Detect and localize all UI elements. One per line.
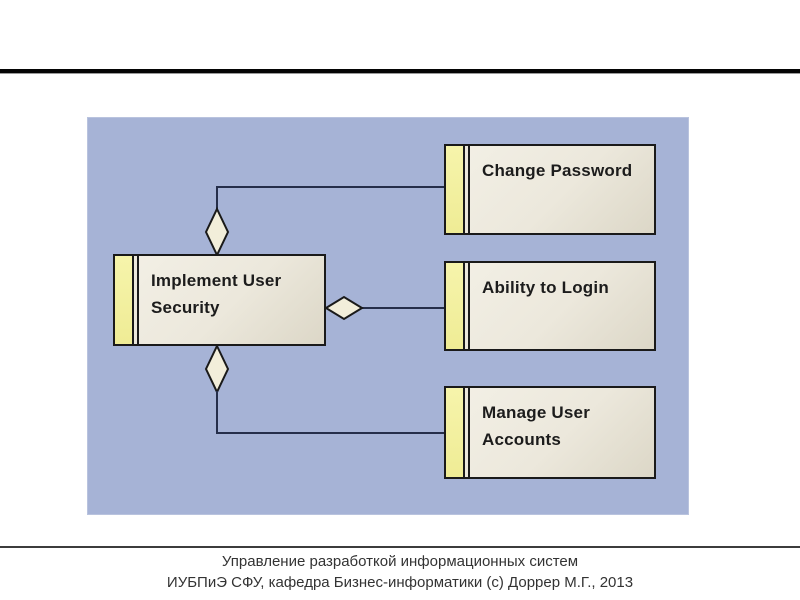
box-label: Manage User Accounts <box>482 403 591 449</box>
box-stripe <box>446 263 463 349</box>
box-double-line <box>132 256 139 344</box>
box-body: Implement User Security <box>139 256 324 344</box>
connector-lines <box>204 186 444 434</box>
box-stripe <box>446 146 463 233</box>
box-double-line <box>463 388 470 477</box>
box-double-line <box>463 263 470 349</box>
top-divider <box>0 69 800 74</box>
connector-change-password <box>216 186 444 210</box>
connector-manage-accounts <box>216 391 444 434</box>
box-label: Change Password <box>482 161 633 180</box>
footer-divider <box>0 546 800 548</box>
footer: Управление разработкой информационных си… <box>0 551 800 593</box>
box-stripe <box>115 256 132 344</box>
box-body: Ability to Login <box>470 263 654 349</box>
box-body: Manage User Accounts <box>470 388 654 477</box>
diagram-panel: Implement User Security Change Password … <box>87 117 689 515</box>
aggregation-diamond-right <box>324 295 364 321</box>
box-stripe <box>446 388 463 477</box>
uml-box-ability-to-login: Ability to Login <box>444 261 656 351</box>
box-label: Implement User Security <box>151 271 282 317</box>
box-double-line <box>463 146 470 233</box>
footer-line-1: Управление разработкой информационных си… <box>221 553 579 570</box>
footer-line-2: ИУБПиЭ СФУ, кафедра Бизнес-информатики (… <box>166 574 634 591</box>
box-label: Ability to Login <box>482 278 609 297</box>
uml-box-implement-user-security: Implement User Security <box>113 254 326 346</box>
uml-box-change-password: Change Password <box>444 144 656 235</box>
aggregation-diamond-top <box>204 206 230 258</box>
uml-box-manage-user-accounts: Manage User Accounts <box>444 386 656 479</box>
aggregation-diamond-bottom <box>204 343 230 395</box>
box-body: Change Password <box>470 146 654 233</box>
